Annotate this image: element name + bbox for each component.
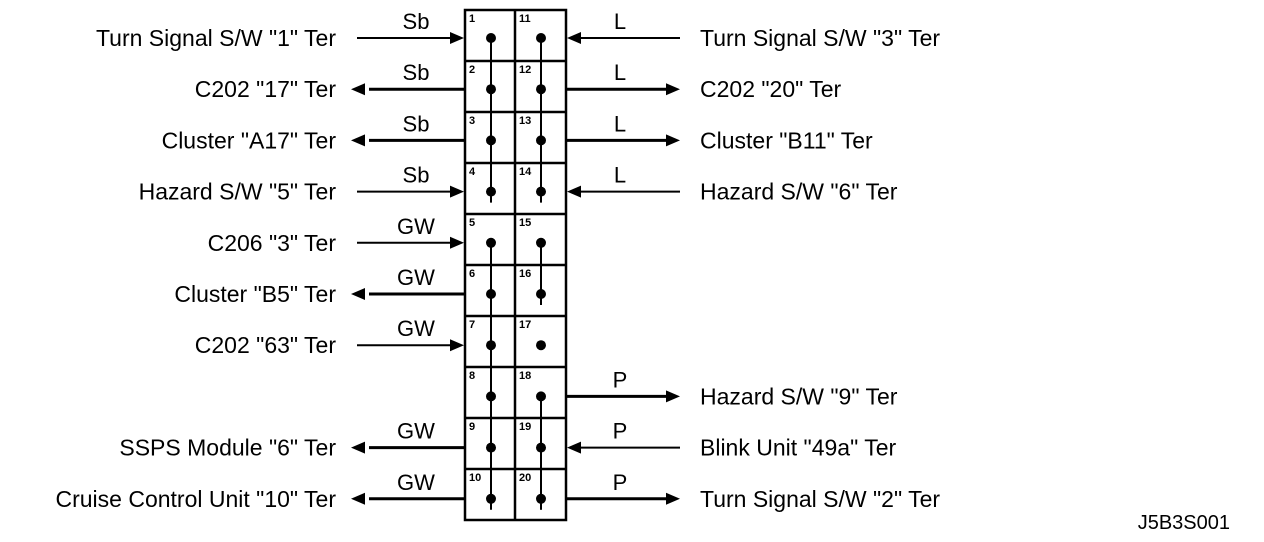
connector-block [463, 8, 568, 522]
pin-node [486, 442, 496, 453]
pin-node [536, 84, 546, 95]
wire-color-label: P [613, 470, 628, 495]
terminal-label: Blink Unit "49a" Ter [700, 435, 897, 461]
pin-number: 4 [469, 166, 476, 178]
pin-node [486, 186, 496, 197]
pin-number: 2 [469, 64, 475, 76]
pin-node [536, 391, 546, 402]
pin-node [486, 135, 496, 146]
terminal-label: Hazard S/W "9" Ter [700, 383, 898, 409]
terminal-label: C202 "20" Ter [700, 76, 842, 102]
terminal-label: C202 "63" Ter [195, 332, 337, 358]
pin-node [536, 186, 546, 197]
pin-node [536, 442, 546, 453]
pin-node [536, 237, 546, 248]
pin-node [486, 391, 496, 402]
arrow-right-icon [450, 339, 464, 352]
pin-number: 6 [469, 268, 475, 280]
wire-color-label: P [613, 419, 628, 444]
arrow-left-icon [351, 441, 365, 454]
wire-color-label: Sb [403, 163, 430, 188]
terminal-label: Cruise Control Unit "10" Ter [55, 486, 336, 512]
terminal-label: Hazard S/W "5" Ter [139, 179, 337, 205]
arrow-right-icon [666, 83, 680, 96]
pin-node [486, 493, 496, 504]
arrow-right-icon [450, 32, 464, 44]
pin-node [536, 135, 546, 146]
pin-number: 7 [469, 319, 475, 331]
figure-code: J5B3S001 [1138, 512, 1230, 534]
terminal-label: Turn Signal S/W "2" Ter [700, 486, 940, 512]
pin-node [486, 237, 496, 248]
pin-node [486, 84, 496, 95]
terminal-label: Turn Signal S/W "3" Ter [700, 25, 940, 51]
wire-color-label: GW [397, 214, 435, 239]
arrow-left-icon [351, 83, 365, 96]
pin-node [536, 289, 546, 299]
wire-color-label: GW [397, 265, 435, 290]
wire-color-label: Sb [403, 111, 430, 136]
terminal-label: Cluster "B5" Ter [174, 281, 336, 307]
pin-number: 12 [519, 64, 531, 76]
pin-number: 15 [519, 217, 531, 229]
wire-color-label: Sb [403, 9, 430, 34]
pin-node [486, 289, 496, 299]
pin-node [486, 340, 496, 351]
pin-number: 1 [469, 13, 475, 25]
wire-color-label: L [614, 111, 626, 136]
bus-bars [490, 38, 542, 510]
terminal-label: Cluster "B11" Ter [700, 127, 873, 153]
pin-number: 3 [469, 115, 475, 127]
pin-number: 10 [469, 472, 481, 484]
wire-color-label: GW [397, 316, 435, 341]
terminal-label: SSPS Module "6" Ter [119, 435, 336, 461]
pin-number: 5 [469, 217, 475, 229]
wire-color-label: L [614, 9, 626, 34]
arrow-right-icon [666, 390, 680, 403]
arrow-left-icon [567, 441, 581, 454]
pin-number: 20 [519, 472, 531, 484]
pin-number: 18 [519, 370, 531, 382]
pin-node [486, 33, 496, 43]
terminal-label: C202 "17" Ter [195, 76, 337, 102]
pin-number: 11 [519, 13, 531, 25]
pin-number: 9 [469, 421, 475, 433]
pin-node [536, 340, 546, 351]
pin-node [536, 33, 546, 43]
arrow-left-icon [351, 288, 365, 300]
wire-color-label: L [614, 60, 626, 85]
arrow-right-icon [450, 236, 464, 249]
arrow-right-icon [666, 134, 680, 147]
terminal-label: Turn Signal S/W "1" Ter [96, 25, 336, 51]
wire-color-label: P [613, 367, 628, 392]
pin-number: 13 [519, 115, 531, 127]
arrow-right-icon [666, 492, 680, 505]
wire-color-label: GW [397, 470, 435, 495]
arrow-left-icon [351, 134, 365, 147]
terminal-label: Cluster "A17" Ter [162, 127, 337, 153]
pin-number: 19 [519, 421, 531, 433]
arrow-left-icon [351, 492, 365, 505]
arrow-left-icon [567, 185, 581, 198]
arrow-right-icon [450, 185, 464, 198]
pin-number: 16 [519, 268, 531, 280]
pin-node [536, 493, 546, 504]
wire-color-label: GW [397, 419, 435, 444]
wire-color-label: L [614, 163, 626, 188]
pin-number: 14 [519, 166, 532, 178]
pin-number: 17 [519, 319, 531, 331]
terminal-label: Hazard S/W "6" Ter [700, 179, 898, 205]
pin-number: 8 [469, 370, 475, 382]
arrow-left-icon [567, 32, 581, 44]
terminal-label: C206 "3" Ter [208, 230, 337, 256]
wire-color-label: Sb [403, 60, 430, 85]
